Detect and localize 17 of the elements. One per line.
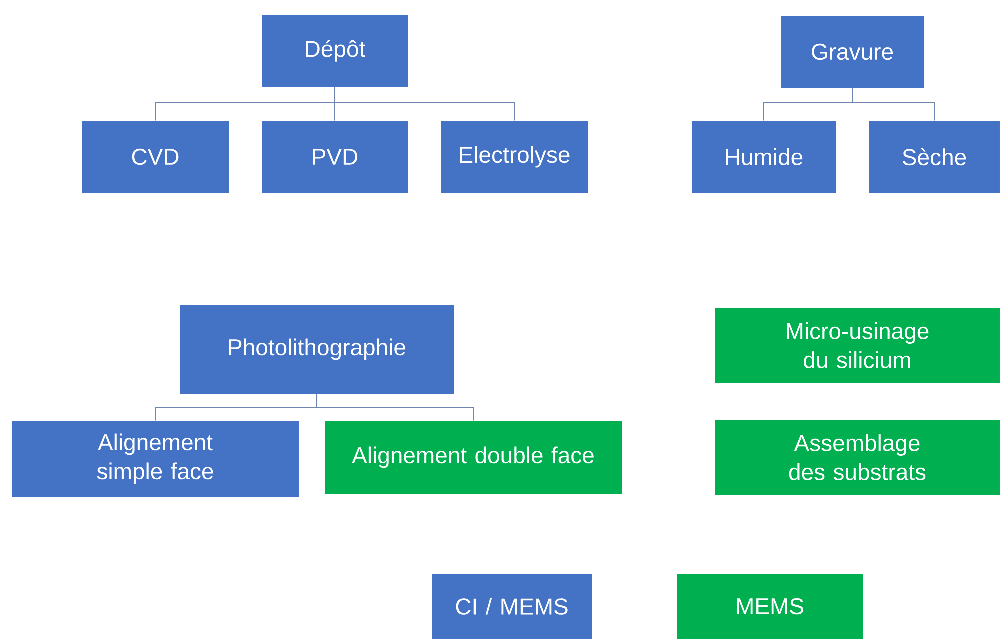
- process-box: Dépôt: [262, 15, 408, 87]
- process-box: CI / MEMS: [432, 574, 592, 639]
- process-box: Sèche: [869, 121, 1000, 193]
- process-box: Alignement simple face: [12, 421, 299, 497]
- process-box: Photolithographie: [180, 305, 454, 394]
- connector-line: [334, 86, 515, 122]
- connector-line: [852, 88, 935, 122]
- process-box: Alignement double face: [325, 421, 622, 494]
- process-box: Electrolyse: [441, 121, 588, 193]
- connector-line: [316, 394, 474, 422]
- process-box: PVD: [262, 121, 408, 193]
- process-box: MEMS: [677, 574, 863, 639]
- process-box: Micro-usinage du silicium: [715, 308, 1000, 383]
- process-box: Gravure: [781, 16, 924, 88]
- process-box: CVD: [82, 121, 229, 193]
- process-box: Assemblage des substrats: [715, 420, 1000, 495]
- process-box: Humide: [692, 121, 836, 193]
